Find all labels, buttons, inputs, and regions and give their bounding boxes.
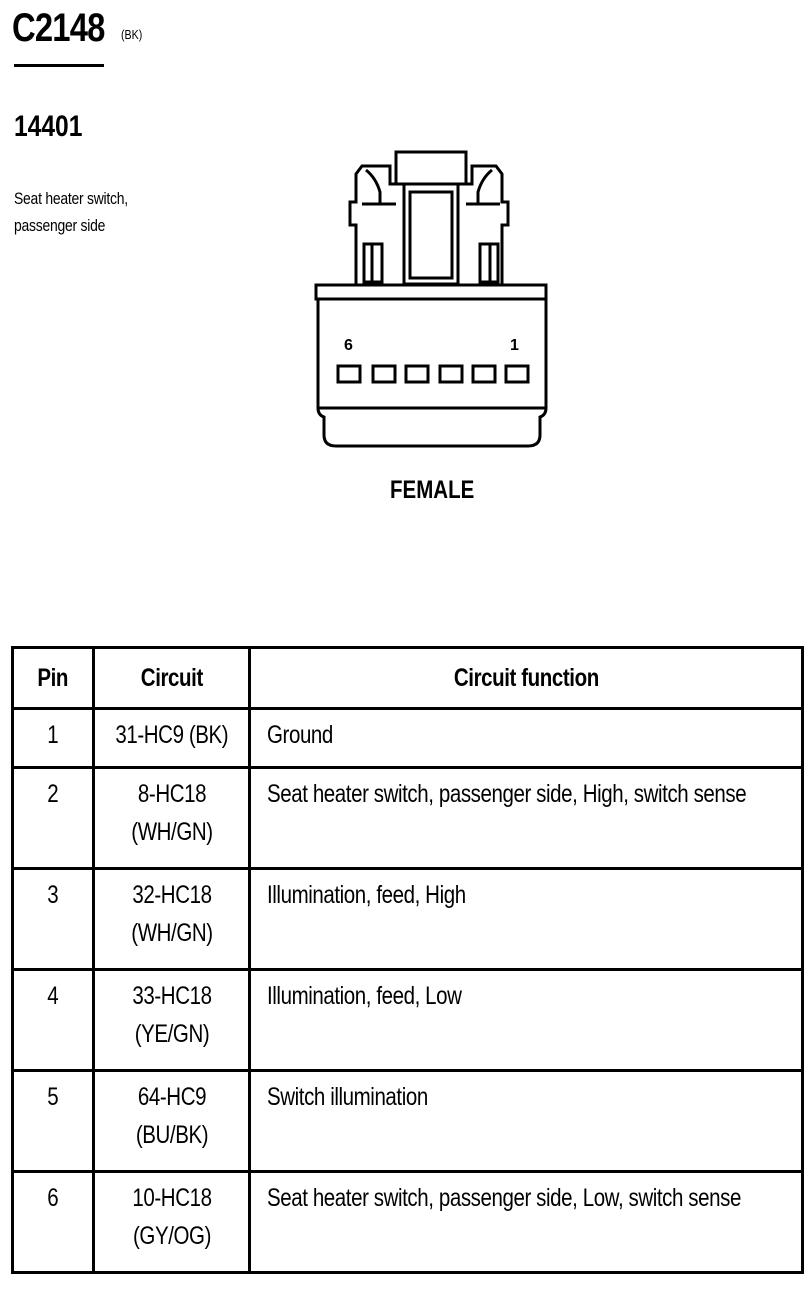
connector-id: C2148 <box>12 6 105 50</box>
table-row: 3 32-HC18 (WH/GN) Illumination, feed, Hi… <box>11 867 804 971</box>
pinout-table: Pin Circuit Circuit function 1 31-HC9 (B… <box>11 646 804 1274</box>
table-row: 2 8-HC18 (WH/GN) Seat heater switch, pas… <box>11 766 804 870</box>
connector-face-diagram: 6 1 <box>314 150 548 448</box>
function-cell: Illumination, feed, Low <box>248 968 804 1072</box>
table-row: 1 31-HC9 (BK) Ground <box>11 707 804 769</box>
connector-description: Seat heater switch, passenger side <box>14 189 128 235</box>
connector-color: (BK) <box>121 27 143 42</box>
pin-label-6: 6 <box>344 337 353 354</box>
function-cell: Seat heater switch, passenger side, Low,… <box>248 1170 804 1274</box>
table-row: 6 10-HC18 (GY/OG) Seat heater switch, pa… <box>11 1170 804 1274</box>
circuit-cell: 10-HC18 (GY/OG) <box>92 1170 251 1274</box>
circuit-cell: 33-HC18 (YE/GN) <box>92 968 251 1072</box>
function-cell: Switch illumination <box>248 1069 804 1173</box>
table-row: 5 64-HC9 (BU/BK) Switch illumination <box>11 1069 804 1173</box>
table-row: 4 33-HC18 (YE/GN) Illumination, feed, Lo… <box>11 968 804 1072</box>
header-circuit-function: Circuit function <box>248 646 804 710</box>
function-cell: Seat heater switch, passenger side, High… <box>248 766 804 870</box>
title-underline <box>14 64 104 67</box>
pin-cell: 4 <box>11 968 95 1072</box>
pin-label-1: 1 <box>510 337 519 354</box>
pin-cell: 1 <box>11 707 95 769</box>
connector-gender-label: FEMALE <box>390 476 475 504</box>
circuit-cell: 31-HC9 (BK) <box>92 707 251 769</box>
part-number: 14401 <box>14 110 83 143</box>
pin-cell: 5 <box>11 1069 95 1173</box>
function-cell: Ground <box>248 707 804 769</box>
table-header-row: Pin Circuit Circuit function <box>11 646 804 710</box>
header-circuit: Circuit <box>92 646 251 710</box>
circuit-cell: 64-HC9 (BU/BK) <box>92 1069 251 1173</box>
circuit-cell: 8-HC18 (WH/GN) <box>92 766 251 870</box>
function-cell: Illumination, feed, High <box>248 867 804 971</box>
pin-cell: 3 <box>11 867 95 971</box>
circuit-cell: 32-HC18 (WH/GN) <box>92 867 251 971</box>
pin-cell: 6 <box>11 1170 95 1274</box>
pin-cell: 2 <box>11 766 95 870</box>
header-pin: Pin <box>11 646 95 710</box>
